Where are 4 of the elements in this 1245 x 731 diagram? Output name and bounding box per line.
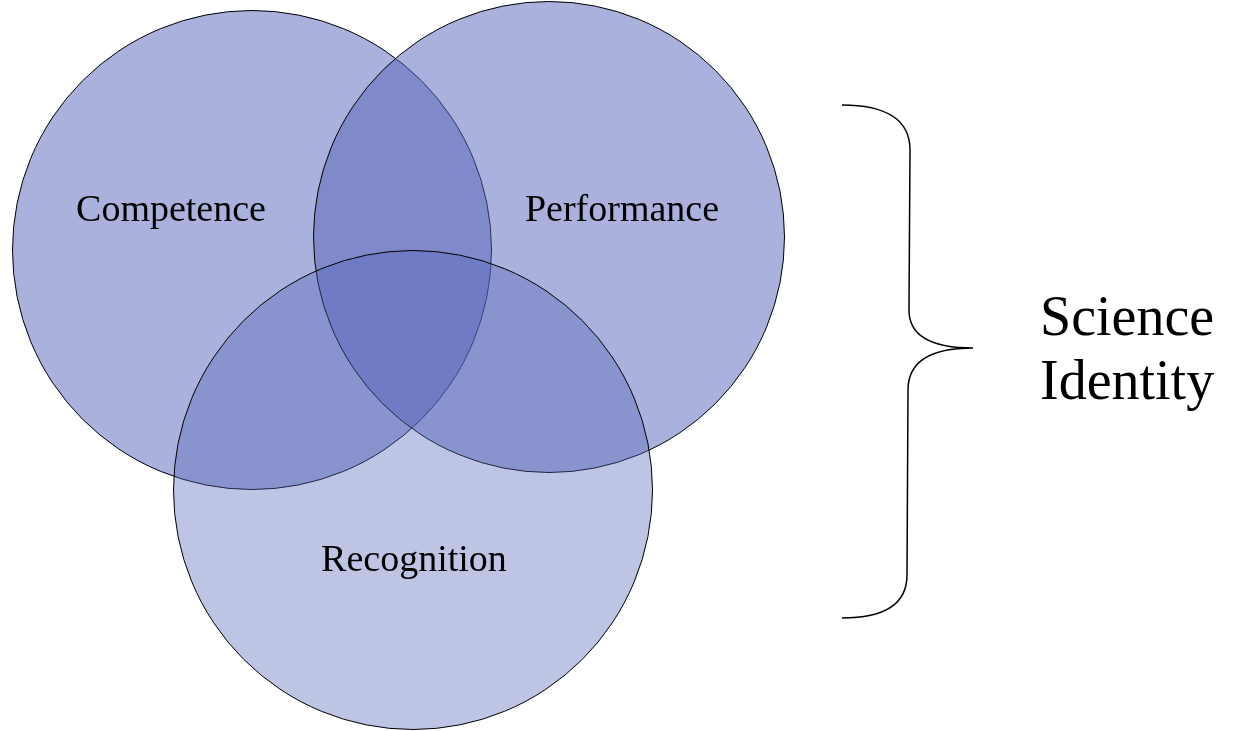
circle-label: Performance bbox=[524, 186, 720, 230]
group-label: Science Identity bbox=[1040, 284, 1216, 413]
circle-label: Recognition bbox=[321, 536, 507, 580]
circle-label: Competence bbox=[76, 186, 266, 230]
